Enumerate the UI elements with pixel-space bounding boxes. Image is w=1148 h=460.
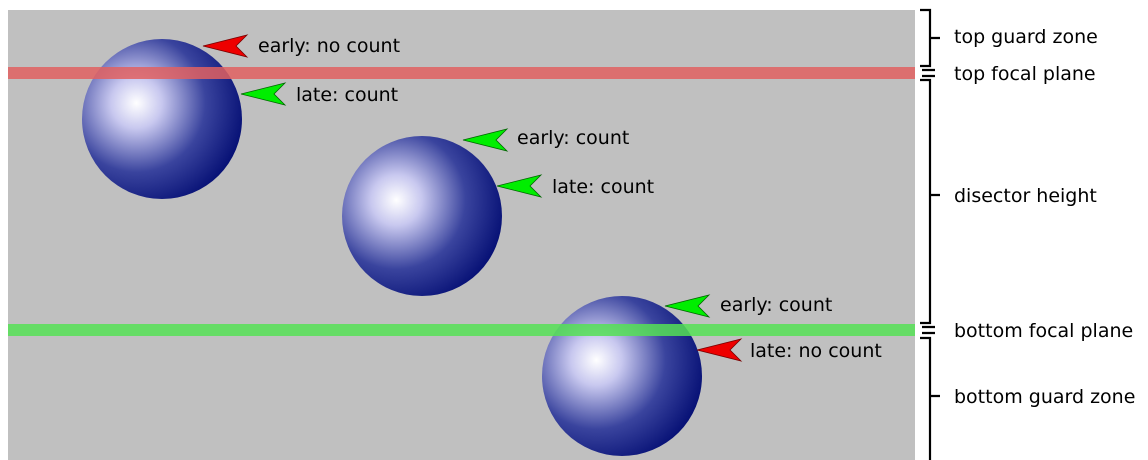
top-focal-plane-band (8, 67, 915, 79)
bottom-focal-plane-bracket (922, 325, 935, 335)
green-arrow-icon (664, 294, 711, 318)
top-focal-plane-bracket (922, 68, 935, 78)
green-arrow-icon (240, 82, 287, 106)
sphere-2-early-label: early: count (517, 127, 629, 149)
top-guard-zone-label: top guard zone (954, 26, 1098, 48)
red-arrow-icon (696, 338, 743, 362)
sphere-1-late-label: late: count (296, 84, 398, 106)
sphere-3-late-label: late: no count (750, 340, 882, 362)
disector-height-bracket (920, 78, 940, 325)
bottom-focal-plane-band (8, 324, 915, 336)
sphere-2-late-label: late: count (552, 176, 654, 198)
green-arrow-icon (462, 128, 509, 152)
top-focal-plane-label: top focal plane (954, 63, 1096, 85)
bottom-focal-plane-label: bottom focal plane (954, 320, 1133, 342)
sphere-3 (542, 296, 702, 456)
sphere-2 (342, 136, 502, 296)
sphere-1-early-label: early: no count (258, 35, 400, 57)
sphere-3-early-label: early: count (720, 294, 832, 316)
top-guard-zone-bracket (920, 8, 940, 68)
red-arrow-icon (202, 34, 249, 58)
sphere-1 (82, 39, 242, 199)
green-arrow-icon (496, 174, 543, 198)
bottom-guard-zone-bracket (920, 336, 940, 460)
disector-height-label: disector height (954, 185, 1097, 207)
bottom-guard-zone-label: bottom guard zone (954, 386, 1135, 408)
